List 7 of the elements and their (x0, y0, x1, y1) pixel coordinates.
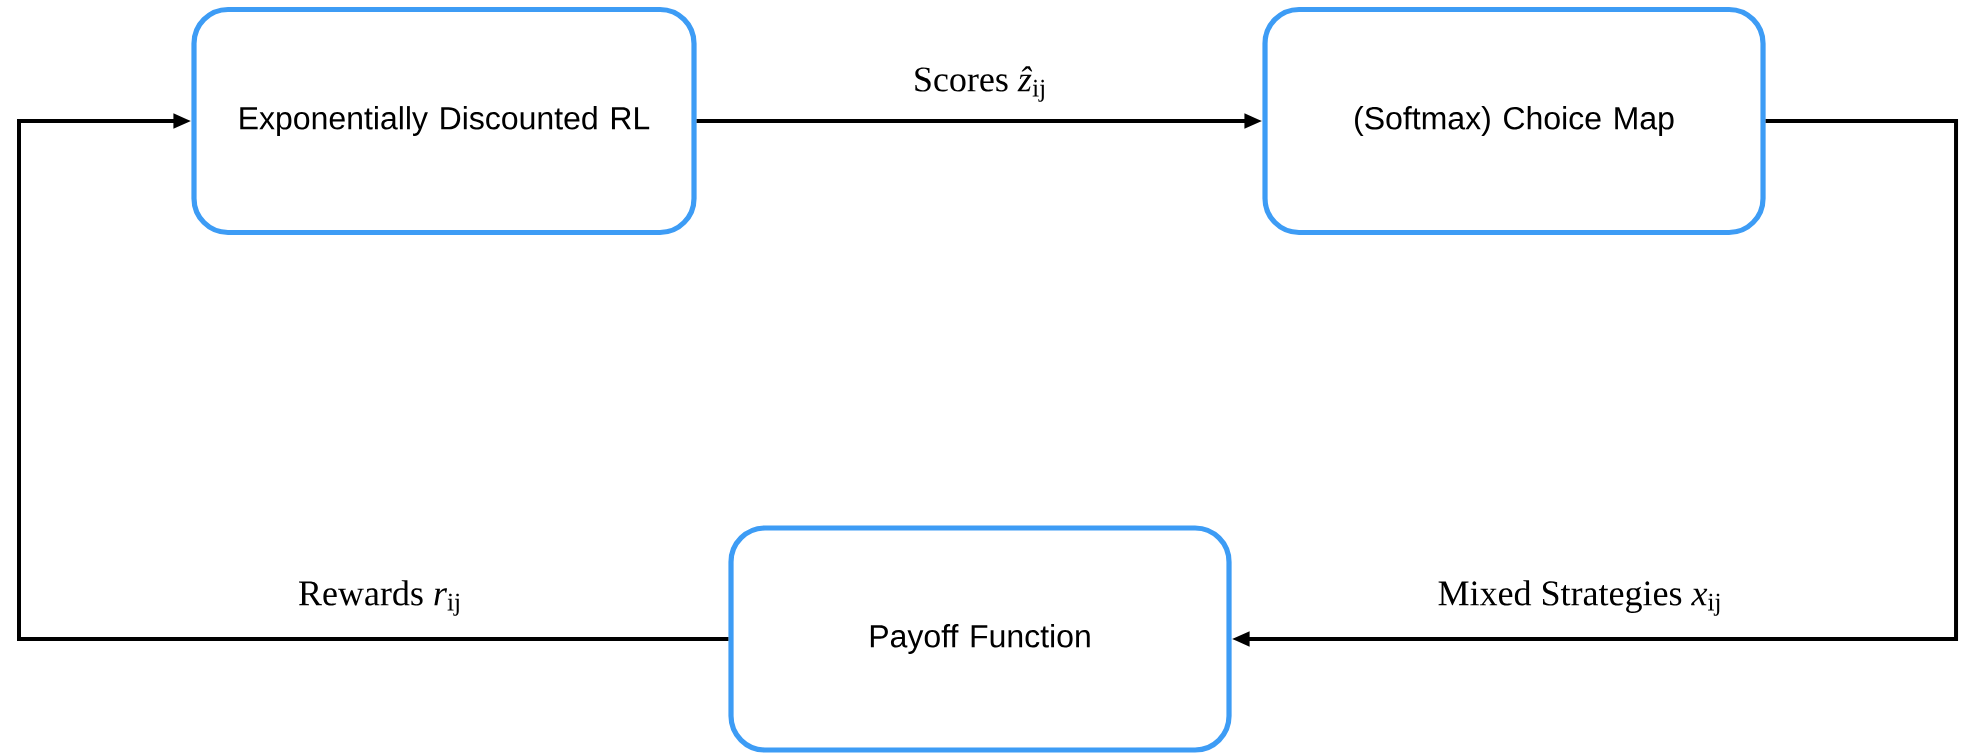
edge-label: Mixed Strategies x$_{ij}$ (1433, 576, 1727, 620)
process-box: Payoff Function (728, 525, 1232, 753)
process-box: (Softmax) Choice Map (1262, 6, 1766, 236)
arrow (17, 113, 729, 641)
edge-label: Rewards r$_{ij}$ (293, 576, 467, 620)
edge-label: Scores ẑ$_{ij}$ (908, 62, 1052, 106)
process-box: Exponentially Discounted RL (191, 6, 697, 236)
